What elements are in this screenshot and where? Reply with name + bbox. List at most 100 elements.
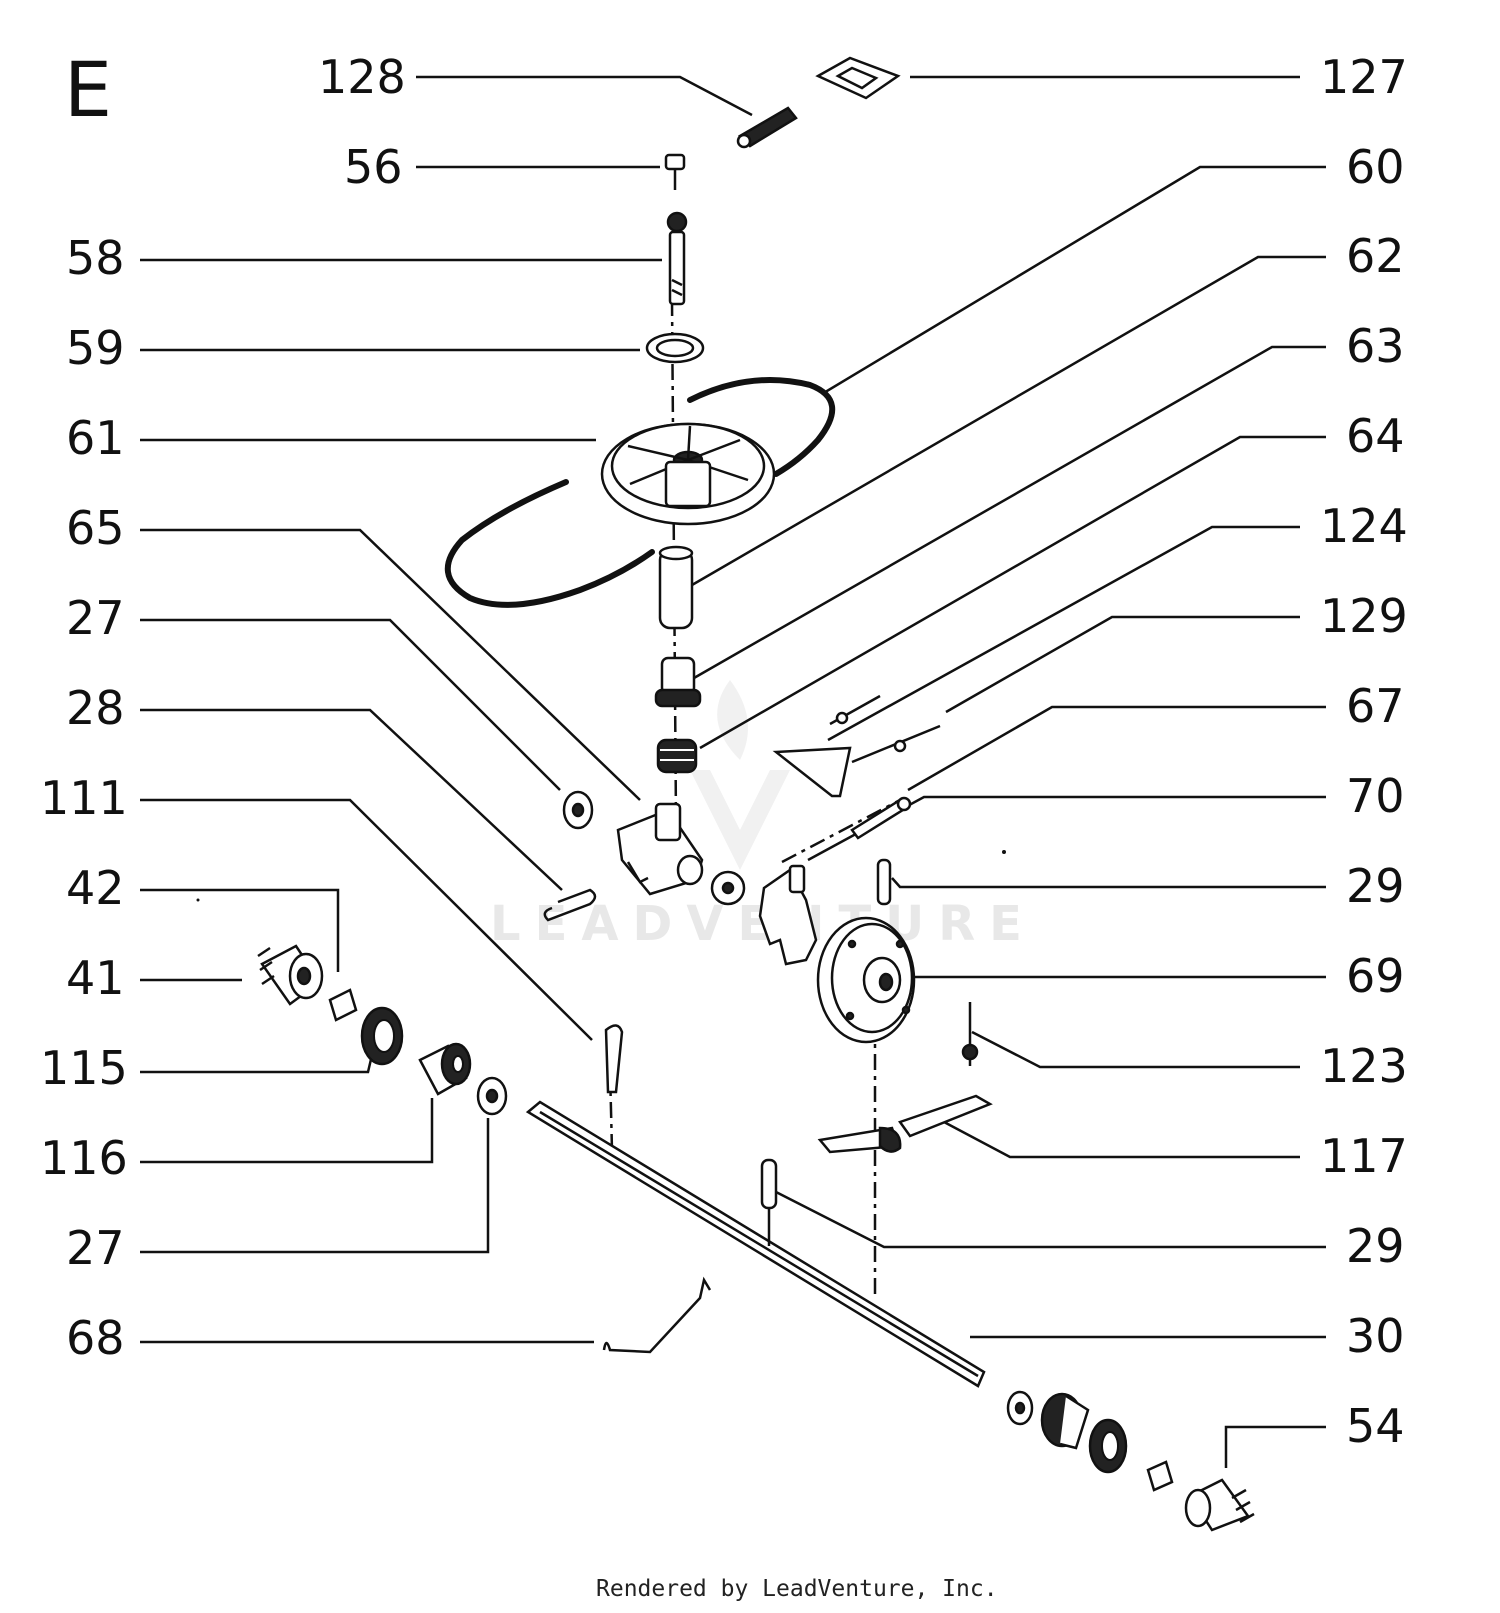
part-123-pin (961, 1002, 979, 1066)
part-27-washer-bottom (476, 1076, 508, 1116)
callout-68: 68 (66, 1311, 125, 1365)
callout-115: 115 (40, 1041, 128, 1095)
part-41-pinion (257, 944, 324, 1006)
callout-58: 58 (66, 231, 125, 285)
part-128-spring (736, 106, 798, 149)
watermark-logo (690, 680, 790, 870)
leader-116 (140, 1098, 434, 1164)
part-washer-right (1006, 1390, 1034, 1426)
part-64-bushing (656, 738, 698, 774)
callout-30: 30 (1346, 1309, 1405, 1363)
leader-lines (140, 75, 1326, 1468)
part-29-pin-top (876, 858, 892, 906)
leader-65 (140, 528, 641, 801)
part-111-pin (604, 1024, 624, 1094)
callout-27-bottom: 27 (66, 1221, 125, 1275)
leader-42 (140, 888, 340, 972)
leader-28 (140, 708, 563, 891)
callout-124: 124 (1320, 499, 1408, 553)
link-axis-70 (781, 798, 901, 864)
part-70-fork (758, 864, 818, 966)
scan-dot (1002, 850, 1006, 854)
leader-27-bottom (140, 1118, 490, 1254)
callout-62: 62 (1346, 229, 1405, 283)
watermark-text: LEADVENTURE (490, 896, 1036, 952)
callout-41: 41 (66, 951, 125, 1005)
leader-54 (1224, 1425, 1326, 1468)
leader-123 (971, 1030, 1300, 1069)
callout-128: 128 (318, 50, 406, 104)
part-117-lever (817, 1094, 993, 1154)
leader-60 (821, 165, 1326, 396)
callouts-left: 128 56 58 59 61 65 27 28 111 42 41 115 1… (40, 50, 406, 1365)
part-30-axle (525, 1100, 986, 1388)
callout-111: 111 (40, 771, 128, 825)
part-129-rod (851, 724, 941, 764)
callout-69: 69 (1346, 949, 1405, 1003)
part-127-plate (815, 56, 901, 100)
part-62-sleeve (658, 545, 694, 630)
part-61-pulley (600, 422, 776, 526)
part-56-bolt (664, 153, 686, 190)
callout-61: 61 (66, 411, 125, 465)
callout-123: 123 (1320, 1039, 1408, 1093)
part-63-hub (654, 656, 702, 708)
part-60-belt (444, 377, 836, 608)
part-65-housing (616, 802, 704, 896)
leader-67 (907, 705, 1326, 792)
callout-56: 56 (344, 140, 403, 194)
leader-129 (945, 615, 1300, 714)
part-59-washer (645, 332, 705, 364)
callout-59: 59 (66, 321, 125, 375)
callout-117: 117 (1320, 1129, 1408, 1183)
section-letter: E (64, 45, 112, 134)
leader-70 (807, 795, 1326, 862)
callout-60: 60 (1346, 140, 1405, 194)
callout-63: 63 (1346, 319, 1405, 373)
leader-29-top (891, 877, 1326, 889)
callout-27-top: 27 (66, 591, 125, 645)
leader-64 (699, 435, 1326, 750)
callout-70: 70 (1346, 769, 1405, 823)
part-bearing-right (1040, 1392, 1090, 1450)
part-washer-right-large (1088, 1418, 1128, 1474)
callout-29-bottom: 29 (1346, 1219, 1405, 1273)
callout-54: 54 (1346, 1399, 1405, 1453)
callout-29-top: 29 (1346, 859, 1405, 913)
part-29-pin-bottom (760, 1158, 778, 1246)
part-68-spring (602, 1276, 712, 1354)
part-69-disc (816, 916, 916, 1044)
leader-29-bottom (775, 1190, 1326, 1249)
leader-63 (693, 345, 1326, 680)
callout-64: 64 (1346, 409, 1405, 463)
callouts-right: 127 60 62 63 64 124 129 67 70 29 69 123 … (1320, 50, 1408, 1453)
leader-27-top (140, 618, 561, 791)
part-116-bearing (418, 1042, 472, 1096)
leader-128 (416, 75, 753, 117)
leader-115 (140, 1054, 374, 1074)
callout-42: 42 (66, 861, 125, 915)
part-sleeve-right (1146, 1460, 1174, 1492)
part-67-pin (850, 796, 912, 840)
leader-62 (691, 255, 1326, 587)
callout-116: 116 (40, 1131, 128, 1185)
footer-credit: Rendered by LeadVenture, Inc. (596, 1576, 998, 1602)
callout-65: 65 (66, 501, 125, 555)
part-54-pinion (1184, 1478, 1255, 1532)
callout-67: 67 (1346, 679, 1405, 733)
part-124-bracket (772, 694, 881, 798)
part-42-sleeve (328, 988, 358, 1022)
leader-111 (140, 798, 593, 1041)
part-28-clip (543, 888, 597, 922)
callout-129: 129 (1320, 589, 1408, 643)
leader-124 (827, 525, 1300, 742)
part-58-shaft (666, 211, 688, 306)
part-27-washer-top (562, 790, 594, 830)
scan-dot (196, 898, 200, 902)
leader-117 (943, 1120, 1300, 1159)
part-115-washer (360, 1006, 404, 1066)
callout-127: 127 (1320, 50, 1408, 104)
part-27-washer-mid (710, 870, 746, 906)
callout-28: 28 (66, 681, 125, 735)
